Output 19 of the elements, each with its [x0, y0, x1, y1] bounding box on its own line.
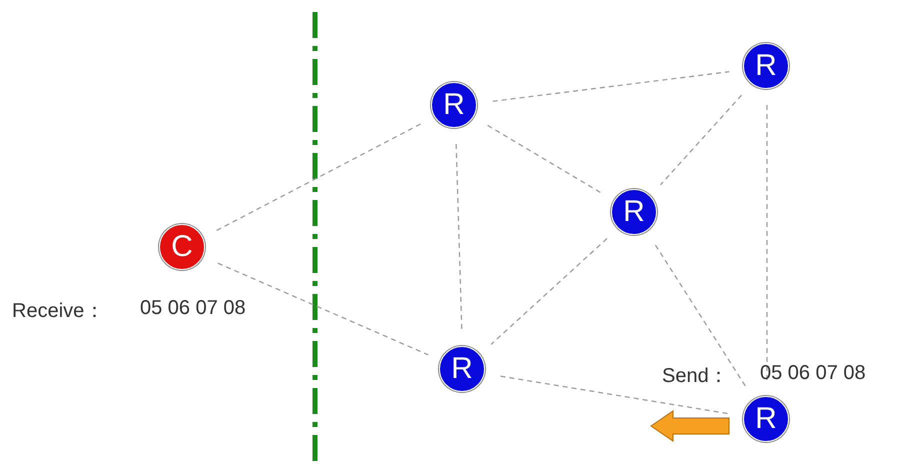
dashed-link: [766, 105, 768, 382]
status-label: Send：: [662, 364, 729, 389]
dashed-link: [500, 376, 730, 414]
dashed-link: [492, 71, 730, 102]
dashed-link: [490, 238, 608, 345]
status-label: Receive：: [12, 299, 104, 324]
sequence-numbers: 05 06 07 08: [140, 297, 246, 320]
dashed-link: [660, 94, 742, 186]
router-node: R: [743, 396, 789, 442]
dashed-link: [487, 124, 603, 194]
router-node: R: [439, 346, 485, 392]
router-node: R: [611, 189, 657, 235]
dashed-link: [218, 262, 428, 356]
dashed-link: [216, 123, 422, 231]
router-node: R: [431, 82, 477, 128]
dashed-link: [654, 244, 748, 388]
sequence-numbers: 05 06 07 08: [760, 362, 866, 385]
router-node: R: [743, 43, 789, 89]
client-node: C: [159, 224, 205, 270]
